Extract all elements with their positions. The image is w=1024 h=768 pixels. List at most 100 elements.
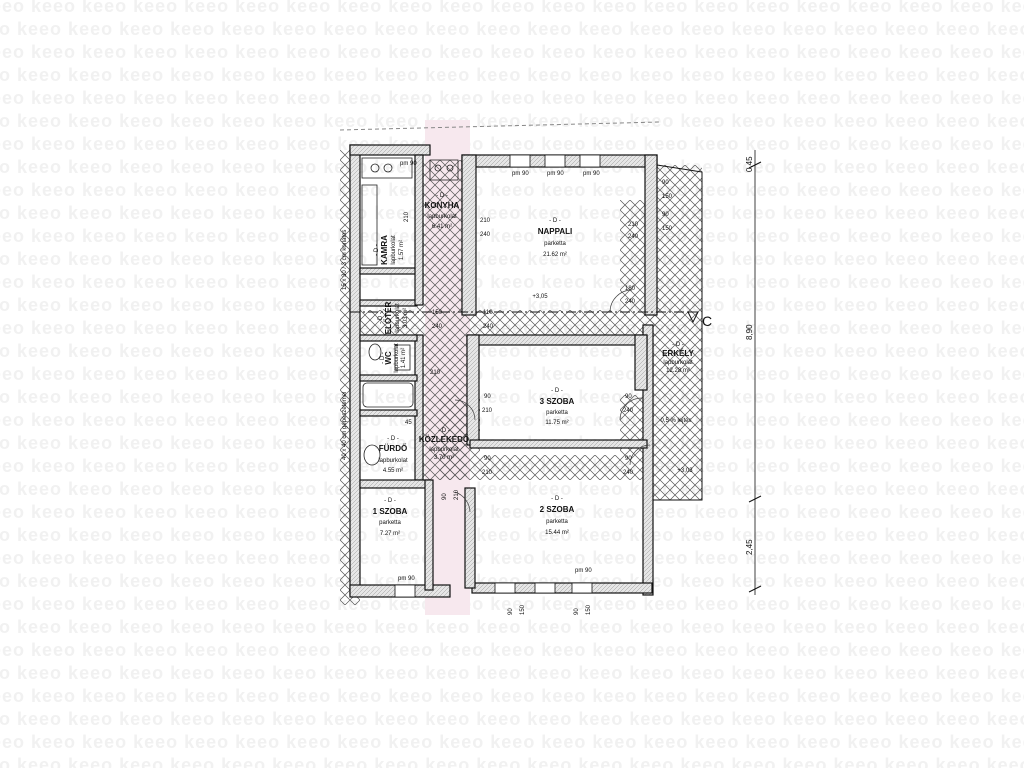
dim-210-b: 210 — [628, 222, 639, 228]
room-wc: - D - WC lapburkolat 1.41 m² — [380, 343, 407, 373]
room-nappali: - D - NAPPALI parketta 21.62 m² +3,05 — [532, 218, 572, 300]
room-name: KÖZLEKEDŐ — [419, 435, 469, 444]
dim-90-g: 90 — [442, 493, 448, 500]
dim-110-a: 110 — [483, 310, 493, 316]
room-konyha: - D - KONYHA lapburkolat 6.41 m² — [425, 193, 460, 230]
room-erkely: - D - ERKÉLY lapburkolat 12.28 m² 0,5 % … — [660, 342, 694, 474]
dim-total-height: 8,90 — [745, 324, 754, 340]
room-finish: lapburkolat — [427, 214, 457, 220]
room-area: 12.28 m² — [666, 368, 690, 374]
room-area: 1.41 m² — [401, 348, 407, 368]
dim-240-f: 240 — [623, 408, 634, 414]
room-finish: lapburkolat — [391, 235, 397, 265]
room-area: 15.44 m² — [545, 530, 569, 536]
left-note-2: 40 x 40 cm gépészetemel — [342, 392, 348, 460]
room-name: ELŐTÉR — [384, 302, 393, 335]
room-code: - D - — [438, 428, 450, 434]
dim-90-a: 90 — [662, 180, 669, 186]
room-code: - D - — [378, 312, 384, 324]
room-szoba1: - D - 1 SZOBA parketta 7.27 m² — [373, 498, 408, 537]
room-area: 1.57 m² — [399, 240, 405, 260]
room-szoba3: - D - 3 SZOBA parketta 11.75 m² — [540, 388, 575, 426]
room-code: - D - — [436, 193, 448, 199]
dim-90-e: 90 — [484, 456, 491, 462]
room-name: FÜRDŐ — [379, 444, 407, 453]
dim-pm90-6: pm 90 — [400, 161, 417, 167]
room-kamra: - D - KAMRA lapburkolat 1.57 m² — [374, 235, 405, 265]
room-code: - D - — [551, 496, 563, 502]
room-finish: lapburkolat — [429, 447, 459, 453]
dim-tick-3 — [748, 585, 762, 593]
dimension-labels: pm 90 pm 90 pm 90 pm 90 pm 90 pm 90 210 … — [398, 161, 673, 615]
dim-90-i: 90 — [574, 608, 580, 615]
room-name: 3 SZOBA — [540, 397, 575, 406]
room-area: 7.27 m² — [380, 531, 400, 537]
dim-150-c: 150 — [662, 226, 673, 232]
dim-90-c: 90 — [484, 394, 491, 400]
room-code: - D - — [551, 388, 563, 394]
dim-90-b: 90 — [662, 212, 669, 218]
dim-pm90-2: pm 90 — [547, 171, 564, 177]
room-code: - D - — [549, 218, 561, 224]
room-szoba2: - D - 2 SZOBA parketta 15.44 m² — [540, 496, 575, 536]
room-code: - D - — [384, 498, 396, 504]
dim-240-g: 240 — [623, 470, 634, 476]
room-finish: parketta — [379, 520, 401, 526]
kitchen-fixtures — [361, 157, 459, 266]
room-name: 1 SZOBA — [373, 507, 408, 516]
room-area: 6.41 m² — [432, 224, 452, 230]
dim-180: 180 — [625, 286, 636, 292]
dim-240-c: 240 — [483, 324, 494, 330]
room-kozlekedo: - D - KÖZLEKEDŐ lapburkolat 3.70 m² — [419, 428, 469, 461]
room-name: 2 SZOBA — [540, 505, 575, 514]
room-name: ERKÉLY — [662, 349, 694, 358]
dim-150-a: 150 — [432, 310, 443, 316]
balcony-outline — [653, 164, 703, 501]
dim-210-a: 210 — [480, 218, 491, 224]
dim-210-g: 210 — [404, 211, 410, 222]
room-code: - D - — [374, 244, 380, 256]
hatched-balcony — [650, 165, 702, 500]
dim-150-d: 150 — [520, 604, 526, 615]
dim-240-a: 240 — [480, 232, 491, 238]
room-name: NAPPALI — [538, 227, 573, 236]
dim-150-b: 150 — [662, 194, 673, 200]
room-name: WC — [384, 351, 393, 365]
slope-note: 0,5 % lejtés — [660, 418, 691, 424]
room-finish: lapburkolat — [395, 303, 401, 333]
dim-240-e: 240 — [432, 324, 443, 330]
dashed-top-line — [339, 121, 661, 131]
room-code: - D - — [672, 342, 684, 348]
room-code: - D - — [387, 436, 399, 442]
room-area: 21.62 m² — [543, 252, 567, 258]
hatched-kitchen — [417, 160, 462, 310]
dim-90-h: 90 — [508, 608, 514, 615]
dim-90-d: 90 — [625, 394, 632, 400]
section-marker: C — [702, 313, 712, 329]
room-finish: lapburkolat — [663, 360, 693, 366]
hatched-room2-top — [440, 455, 650, 480]
dim-210-e: 210 — [430, 370, 441, 376]
windows — [394, 154, 601, 598]
dim-pm90-1: pm 90 — [512, 171, 529, 177]
dim-top: 0,45 — [745, 156, 754, 172]
room-finish: lapburkolat — [394, 343, 400, 373]
room-code: - D - — [380, 352, 386, 364]
bath-fixtures — [362, 343, 414, 466]
dim-tick-1 — [748, 161, 762, 169]
dim-240-b: 240 — [628, 234, 639, 240]
room-name: KAMRA — [380, 235, 389, 265]
dim-45: 45 — [405, 420, 412, 426]
dim-210-c: 210 — [482, 408, 493, 414]
level-mark-2: +3,03 — [677, 468, 693, 474]
dim-210-d: 210 — [482, 470, 493, 476]
room-area: 3.70 m² — [434, 455, 454, 461]
room-area: 3.03 m² — [403, 308, 409, 328]
dim-pm90-3: pm 90 — [583, 171, 600, 177]
dim-tick-2 — [748, 495, 762, 503]
left-note-1: 15 x 30 / 3 cm korlátos — [342, 230, 348, 290]
dim-pm90-4: pm 90 — [398, 576, 415, 582]
room-area: 11.75 m² — [545, 420, 568, 426]
room-name: KONYHA — [425, 201, 460, 210]
dim-90-f: 90 — [625, 456, 632, 462]
